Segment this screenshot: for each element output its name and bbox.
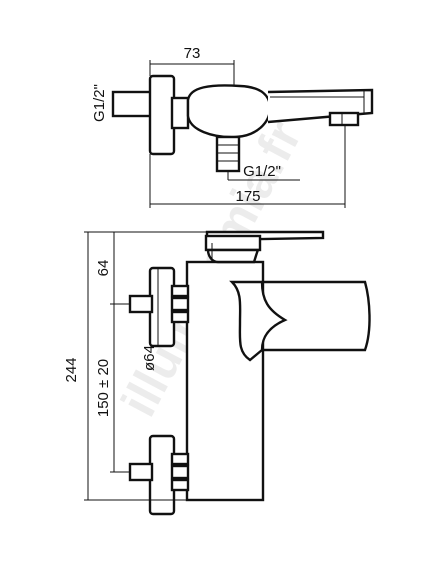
dim-diameter: ø64: [141, 345, 158, 371]
nut-upper-3: [170, 310, 190, 324]
flange-upper: [148, 266, 176, 348]
inlet-upper: [128, 294, 154, 314]
front-view: 244 64 150 ± 20 ø64: [63, 230, 371, 516]
dim-inlet-left: G1/2": [91, 84, 108, 122]
dim-total-height: 244: [63, 357, 80, 382]
nut-lower-1: [170, 452, 190, 466]
handle-cap: [206, 248, 260, 264]
diverter-top: [215, 135, 241, 173]
nut-upper-2: [170, 296, 190, 312]
body-head-top: [186, 84, 272, 139]
dim-upper-height: 64: [95, 260, 112, 277]
inlet-pipe-top: [111, 90, 155, 118]
dim-overall-length: 175: [235, 188, 260, 205]
nut-lower-3: [170, 478, 190, 492]
dim-top-width: 73: [184, 45, 201, 62]
handle-base: [204, 234, 262, 252]
inlet-lower: [128, 462, 154, 482]
nut-lower-2: [170, 464, 190, 480]
flange-top: [148, 74, 176, 156]
aerator-top: [328, 111, 360, 127]
nut-top: [170, 96, 190, 130]
flange-lower: [148, 434, 176, 516]
top-view: 73 G1/2" G1/2" 175: [91, 45, 374, 208]
spout-front: [261, 280, 371, 352]
dim-center-distance: 150 ± 20: [95, 359, 112, 417]
nut-upper-1: [170, 284, 190, 298]
dim-inlet-bottom: G1/2": [243, 163, 281, 180]
spout-wedge: [229, 280, 288, 362]
